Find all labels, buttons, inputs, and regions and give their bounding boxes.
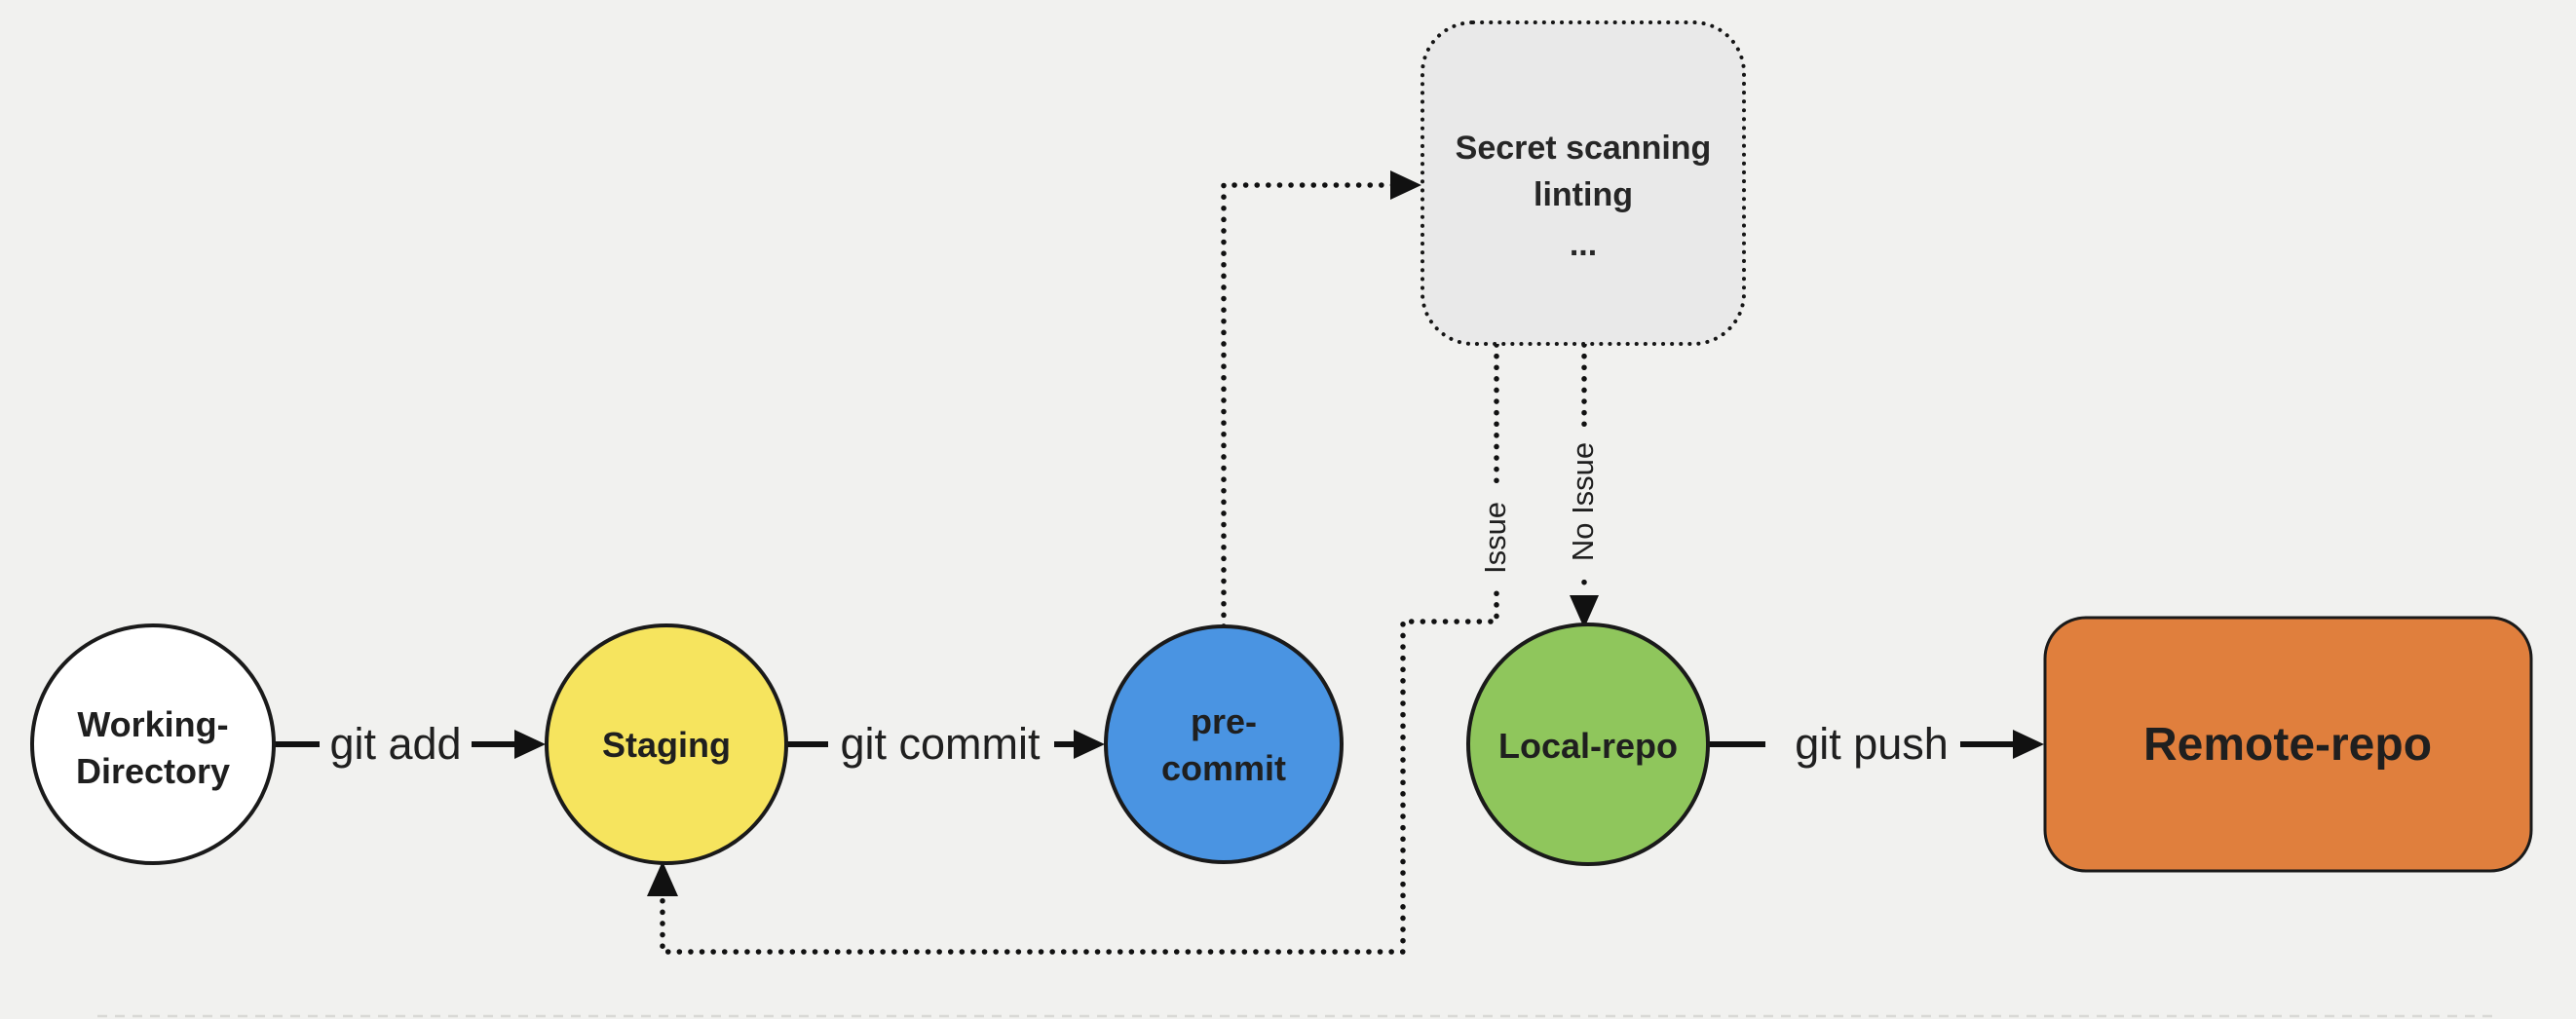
edge-issue-label-bg	[1473, 483, 1516, 588]
edge-git-push-arrowhead-icon	[2013, 730, 2044, 759]
node-local-repo-label: Local-repo	[1498, 726, 1678, 766]
node-checks-box-label-line1: Secret scanning	[1456, 130, 1712, 167]
node-working-directory-shape	[30, 623, 276, 865]
node-checks-box-label-line2: linting	[1534, 176, 1633, 213]
edge-issue-label: Issue	[1478, 502, 1512, 574]
node-pre-commit-label-line1: pre-	[1191, 701, 1257, 741]
edge-git-commit-label: git commit	[840, 719, 1041, 769]
edge-precommit-to-checks-arrowhead-icon	[1390, 170, 1421, 200]
node-pre-commit-label-line2: commit	[1161, 748, 1286, 788]
edge-git-commit-arrowhead-icon	[1074, 730, 1105, 759]
edge-git-push-label-bg	[1765, 707, 1960, 781]
edge-git-add-label: git add	[329, 719, 461, 769]
edge-no-issue: No Issue	[1561, 342, 1604, 628]
edge-issue-line	[660, 342, 1499, 955]
node-staging-label: Staging	[602, 725, 731, 765]
edge-no-issue-arrowhead-icon	[1570, 595, 1599, 628]
node-remote-repo: Remote-repo	[2043, 616, 2533, 873]
node-checks-box: Secret scanning linting ...	[1421, 20, 1746, 346]
node-checks-box-label-line3: ...	[1570, 226, 1597, 263]
edge-precommit-to-checks-line	[1221, 182, 1396, 629]
edge-git-add-label-bg	[320, 707, 472, 781]
edge-no-issue-label-bg	[1561, 429, 1604, 575]
node-pre-commit-shape	[1104, 624, 1344, 864]
edge-precommit-to-checks	[1221, 170, 1421, 629]
edge-git-push: git push	[1707, 707, 2044, 781]
node-working-directory: Working- Directory	[30, 623, 276, 865]
edge-git-commit: git commit	[785, 707, 1105, 781]
node-remote-repo-label: Remote-repo	[2143, 719, 2432, 771]
node-working-directory-label-line2: Directory	[76, 751, 230, 791]
edge-git-push-label: git push	[1795, 719, 1949, 769]
edge-git-add: git add	[275, 707, 546, 781]
node-pre-commit: pre- commit	[1104, 624, 1344, 864]
node-remote-repo-shape	[2043, 616, 2533, 873]
node-checks-box-shape	[1421, 20, 1746, 346]
node-working-directory-label-line1: Working-	[77, 704, 228, 744]
node-local-repo-shape	[1466, 623, 1710, 866]
node-staging: Staging	[545, 623, 788, 865]
node-local-repo: Local-repo	[1466, 623, 1710, 866]
edge-issue-arrowhead-icon	[647, 861, 678, 896]
edge-git-commit-label-bg	[828, 707, 1054, 781]
edge-issue-loop: Issue	[647, 342, 1516, 955]
edge-git-add-arrowhead-icon	[514, 730, 546, 759]
edge-no-issue-label: No Issue	[1566, 442, 1600, 561]
node-staging-shape	[545, 623, 788, 865]
